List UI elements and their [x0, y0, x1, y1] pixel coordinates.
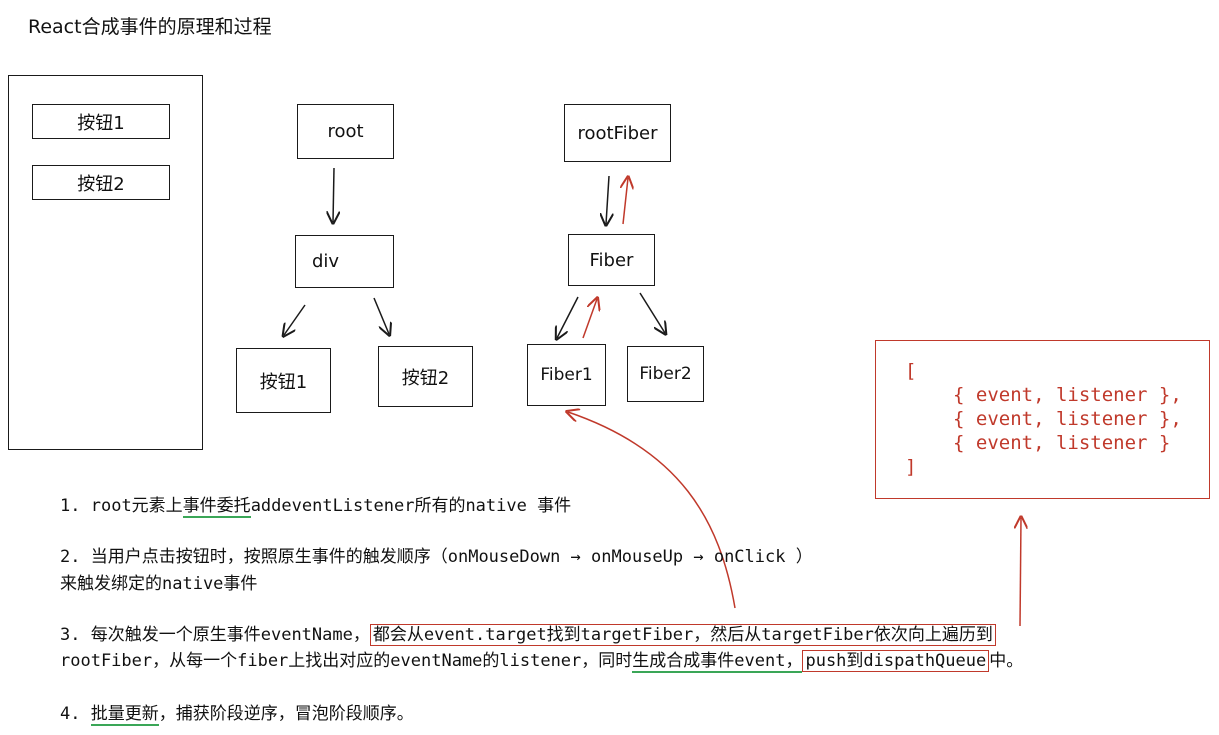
- dom-button2-node: 按钮2: [378, 346, 473, 407]
- step-3-highlight-push: push到dispathQueue: [802, 650, 990, 672]
- step-3: 3. 每次触发一个原生事件eventName，都会从event.target找到…: [60, 622, 996, 648]
- step-2-num: 2.: [60, 547, 81, 567]
- step-2-cont: 来触发绑定的native事件: [60, 571, 257, 597]
- fiber1-node: Fiber1: [527, 344, 606, 406]
- step-4: 4. 批量更新，捕获阶段逆序，冒泡阶段顺序。: [60, 701, 414, 727]
- step-4-text-b: ，捕获阶段逆序，冒泡阶段顺序。: [158, 704, 414, 724]
- step-1-text-c: addeventListener所有的native 事件: [250, 496, 572, 516]
- fiber-node: Fiber: [568, 234, 655, 286]
- step-3-text-c: rootFiber，从每一个fiber上找出对应的eventName的liste…: [60, 651, 633, 671]
- step-3-text-f: 中。: [989, 651, 1024, 671]
- arrow-div-to-button2: [373, 297, 389, 334]
- panel-button-2[interactable]: 按钮2: [32, 165, 170, 200]
- dispatch-queue-box: [875, 340, 1210, 499]
- step-4-num: 4.: [60, 704, 81, 724]
- dom-div-node: div: [295, 235, 394, 288]
- arrow-div-to-button1: [284, 304, 306, 335]
- arrow-rootfiber-to-fiber: [606, 175, 609, 224]
- step-4-batch-update: 批量更新: [90, 704, 159, 726]
- arrow-fiber-to-fiber2: [639, 292, 665, 333]
- step-2-text-a: 当用户点击按钮时，按照原生事件的触发顺序（onMouseDown → onMou…: [90, 547, 813, 567]
- arrow-text-to-queue: [1020, 518, 1021, 627]
- dom-root-node: root: [297, 104, 394, 159]
- fiber-root-node: rootFiber: [564, 104, 671, 162]
- step-2-text-b: 来触发绑定的native事件: [60, 574, 258, 594]
- step-3-cont: rootFiber，从每一个fiber上找出对应的eventName的liste…: [60, 648, 1023, 674]
- panel-button-1[interactable]: 按钮1: [32, 104, 170, 139]
- step-3-synthetic-event: 生成合成事件event，: [632, 651, 803, 673]
- dom-button1-node: 按钮1: [236, 348, 331, 413]
- queue-open-bracket: [: [905, 360, 917, 382]
- arrow-root-to-div: [333, 167, 334, 222]
- arrow-fiber1-to-fiber: [582, 299, 597, 339]
- step-3-text-a: 每次触发一个原生事件eventName，: [90, 625, 370, 645]
- ui-panel: [8, 75, 203, 450]
- step-1-delegation: 事件委托: [182, 496, 251, 518]
- step-1: 1. root元素上事件委托addeventListener所有的native …: [60, 493, 571, 519]
- step-1-text-a: root元素上: [90, 496, 183, 516]
- page-title: React合成事件的原理和过程: [28, 16, 272, 38]
- arrow-text-to-fiber1: [568, 412, 736, 609]
- queue-close-bracket: ]: [905, 456, 917, 478]
- step-2: 2. 当用户点击按钮时，按照原生事件的触发顺序（onMouseDown → on…: [60, 544, 813, 570]
- step-1-num: 1.: [60, 496, 81, 516]
- fiber2-node: Fiber2: [627, 346, 704, 402]
- step-3-highlight-traverse: 都会从event.target找到targetFiber，然后从targetFi…: [369, 624, 996, 646]
- queue-item: { event, listener }: [953, 432, 1171, 454]
- arrow-fiber-to-fiber1: [557, 296, 579, 338]
- queue-item: { event, listener },: [953, 408, 1182, 430]
- step-3-num: 3.: [60, 625, 81, 645]
- arrow-fiber-to-rootfiber: [623, 178, 628, 225]
- queue-item: { event, listener },: [953, 384, 1182, 406]
